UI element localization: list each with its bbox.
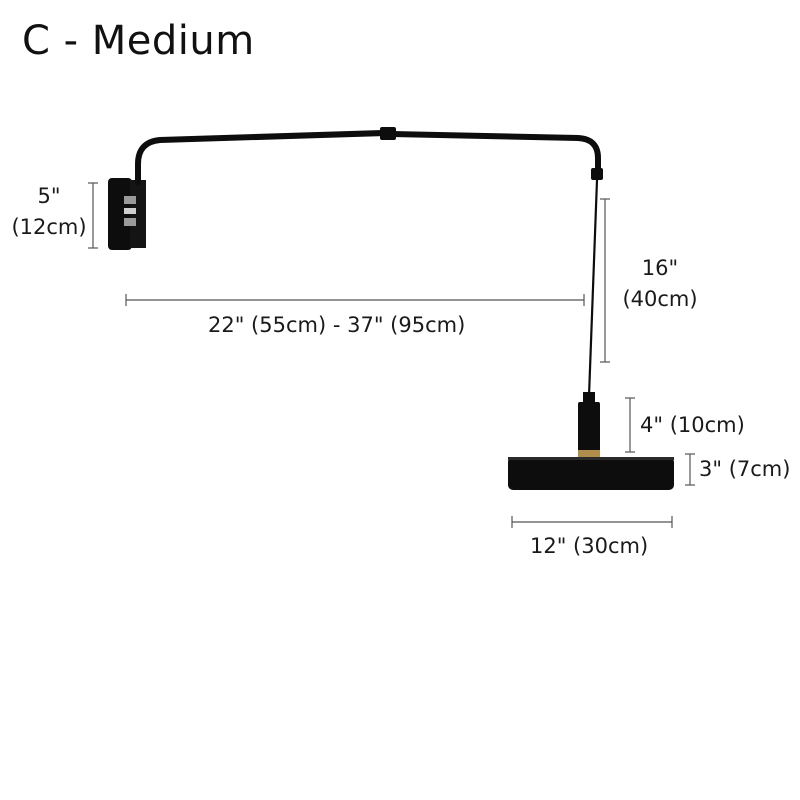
dimension-line-arm-length [125, 294, 585, 306]
page-title: C - Medium [22, 18, 255, 64]
shade-diameter-label: 12" (30cm) [530, 534, 649, 558]
cord-length-metric: (40cm) [622, 287, 698, 311]
socket-housing [578, 392, 600, 458]
dimension-line-shade-height [685, 453, 695, 486]
dimension-line-shade-diameter [511, 516, 673, 528]
shade-height-label: 3" (7cm) [699, 457, 791, 481]
dimension-line-socket-height [625, 397, 635, 453]
cord-length-label: 16" (40cm) [610, 253, 710, 315]
backplate-height-label: 5" (12cm) [6, 181, 92, 243]
dimension-line-cord-length [600, 198, 610, 363]
dimension-line-backplate-height [88, 182, 98, 249]
wall-backplate [108, 178, 146, 250]
lamp-shade [508, 457, 674, 490]
backplate-height-imperial: 5" [37, 184, 61, 208]
socket-height-label: 4" (10cm) [640, 413, 745, 437]
power-cord [587, 179, 599, 397]
arm-length-label: 22" (55cm) - 37" (95cm) [208, 313, 466, 337]
swing-arm [135, 127, 603, 185]
cord-length-imperial: 16" [641, 256, 679, 280]
backplate-height-metric: (12cm) [11, 215, 87, 239]
